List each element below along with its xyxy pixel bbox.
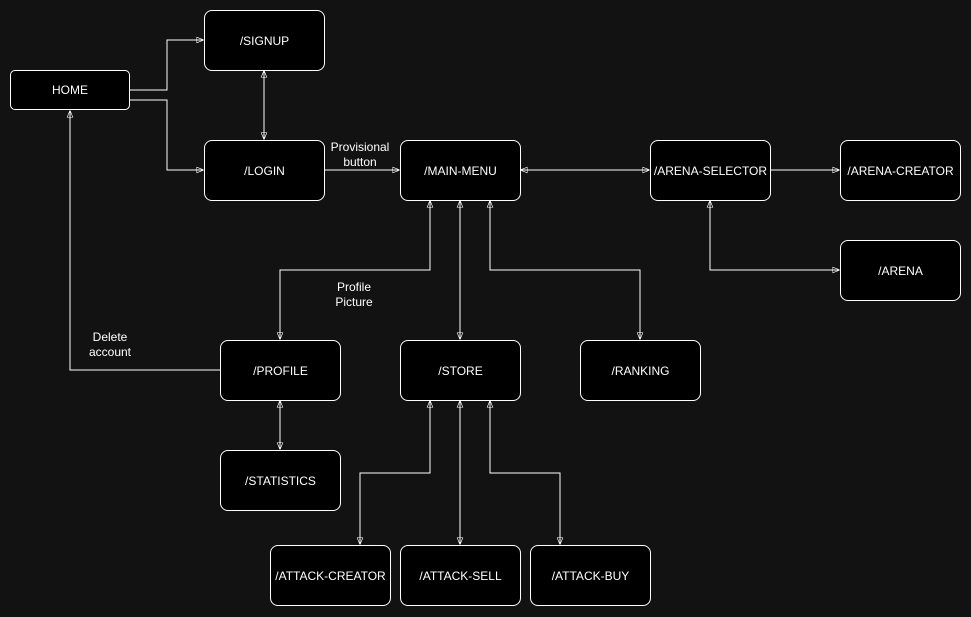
- edge-main-menu-profile: [280, 201, 430, 339]
- node-profile: /PROFILE: [220, 340, 341, 401]
- edge-label-profile-picture-line2: Picture: [335, 295, 373, 309]
- node-arena-selector: /ARENA-SELECTOR: [650, 140, 771, 201]
- node-attack-buy: /ATTACK-BUY: [530, 545, 651, 606]
- node-main-menu: /MAIN-MENU: [400, 140, 521, 201]
- edge-store-attack-creator: [360, 401, 430, 544]
- node-ranking: /RANKING: [580, 340, 701, 401]
- node-attack-sell: /ATTACK-SELL: [400, 545, 521, 606]
- edge-label-provisional-line2: button: [343, 155, 377, 169]
- edge-label-provisional-line1: Provisional: [330, 140, 390, 154]
- node-arena: /ARENA: [840, 240, 961, 301]
- node-store: /STORE: [400, 340, 521, 401]
- node-login: /LOGIN: [204, 140, 325, 201]
- node-attack-creator: /ATTACK-CREATOR: [270, 545, 391, 606]
- edge-main-menu-ranking: [490, 201, 640, 339]
- node-home: HOME: [10, 70, 130, 110]
- edge-label-provisional-button: Provisional button: [325, 140, 395, 170]
- edge-label-delete-account: Delete account: [80, 330, 140, 360]
- edge-label-delete-account-line2: account: [88, 345, 132, 359]
- edge-arena-selector-arena: [710, 201, 839, 270]
- edge-label-profile-picture-line1: Profile: [336, 280, 371, 294]
- node-arena-creator: /ARENA-CREATOR: [840, 140, 961, 201]
- node-statistics: /STATISTICS: [220, 450, 341, 511]
- edge-label-delete-account-line1: Delete: [92, 330, 128, 344]
- edge-label-profile-picture: Profile Picture: [324, 280, 384, 310]
- node-signup: /SIGNUP: [204, 10, 325, 71]
- edge-home-signup: [130, 40, 203, 91]
- edge-home-login: [130, 99, 203, 170]
- edge-store-attack-buy: [490, 401, 560, 544]
- edge-profile-home: [70, 111, 220, 371]
